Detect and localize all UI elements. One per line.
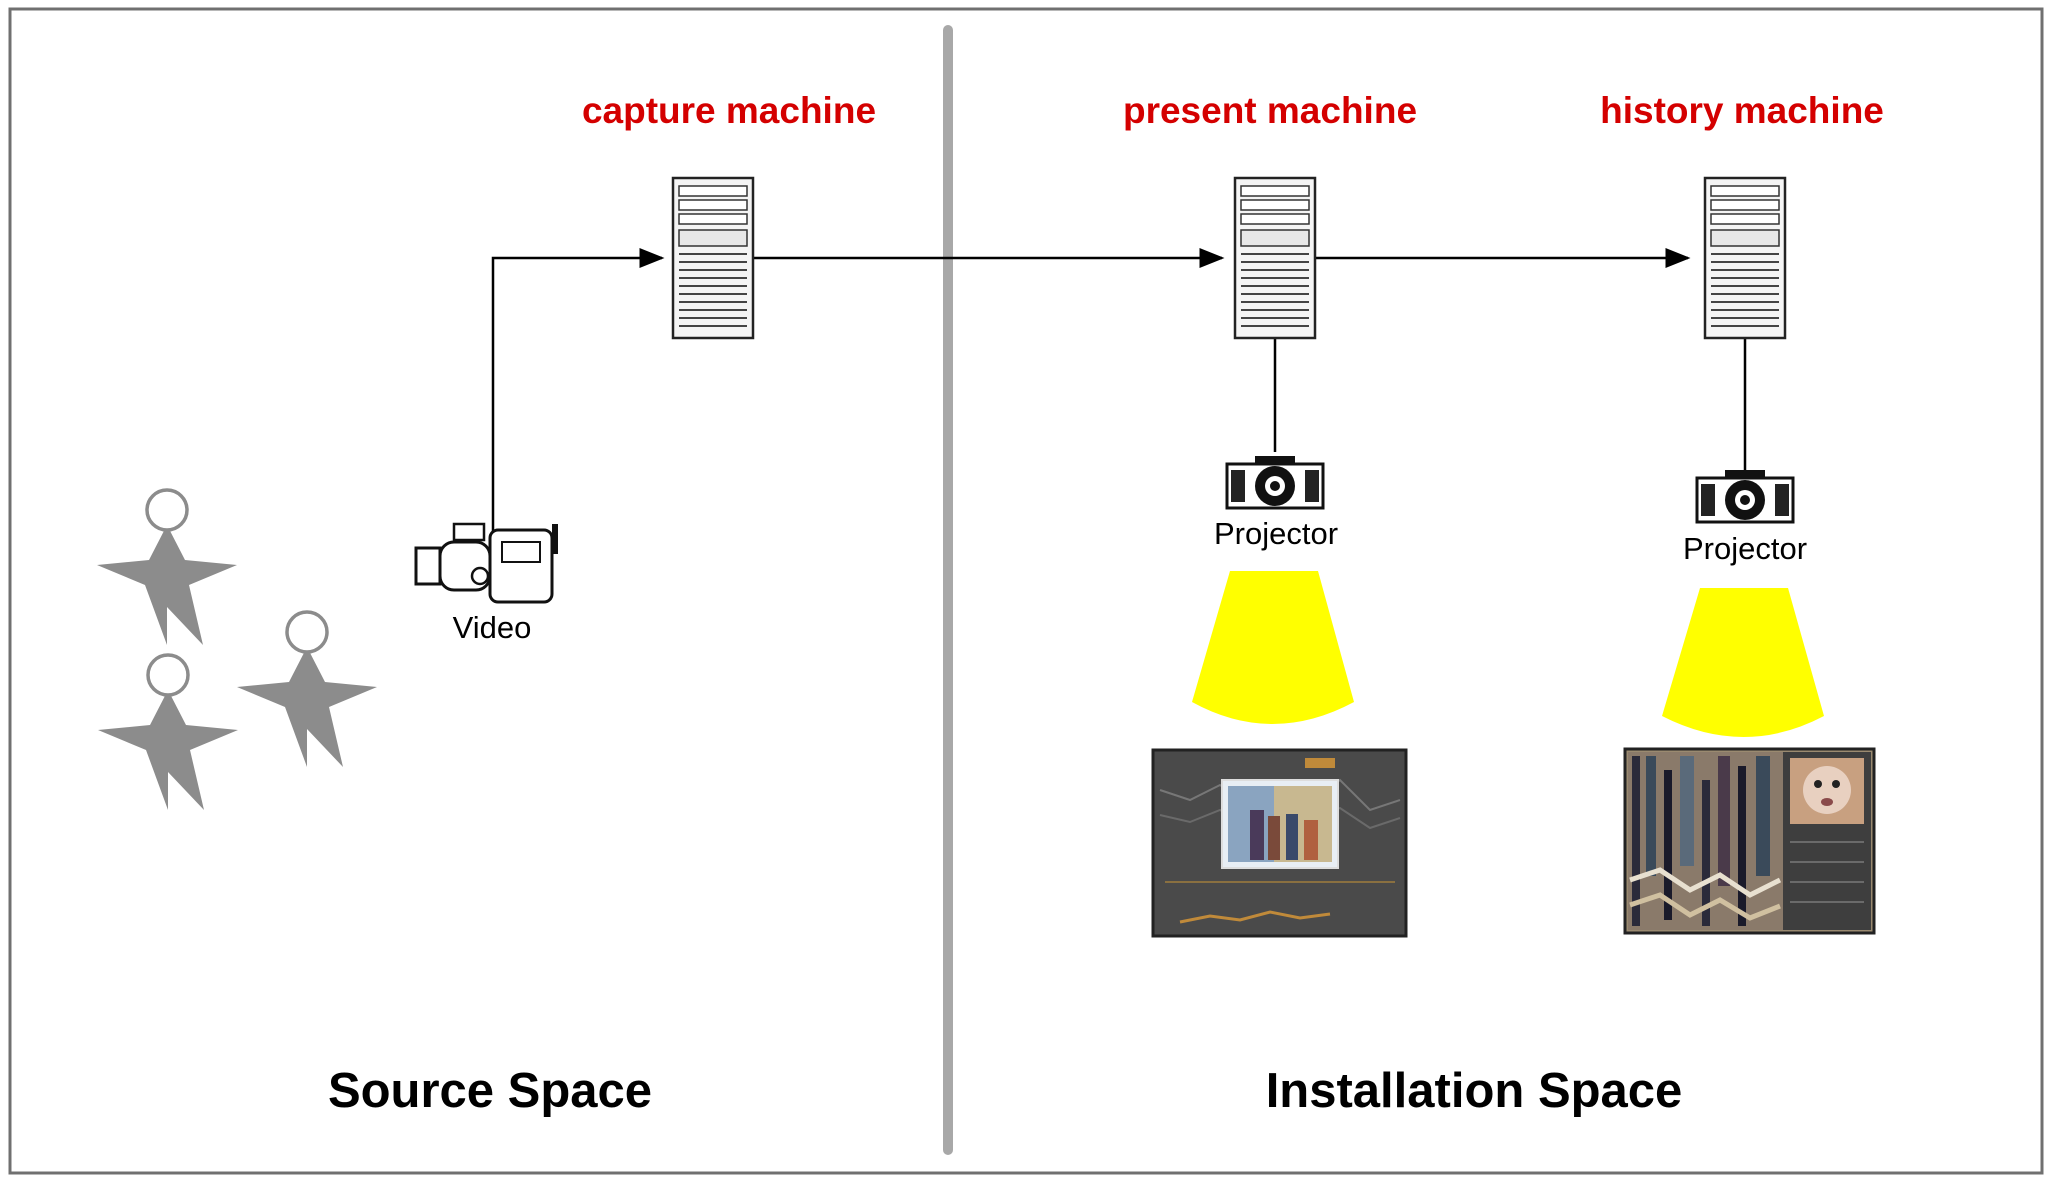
history-screen <box>1623 747 1876 935</box>
present-machine-label: present machine <box>1122 90 1418 131</box>
person-icon <box>95 488 239 647</box>
present-server-icon <box>1233 176 1317 340</box>
capture-server-icon <box>671 176 755 340</box>
history-light-beam <box>1662 588 1824 737</box>
video-camera-icon <box>414 522 560 604</box>
history-projector-label: Projector <box>1682 531 1808 566</box>
history-server-icon <box>1703 176 1787 340</box>
person-icon <box>235 610 379 769</box>
present-light-beam <box>1192 571 1354 724</box>
video-to-capture-arrow <box>491 248 665 545</box>
video-label: Video <box>452 610 532 645</box>
present-screen <box>1151 748 1408 938</box>
source-space-label: Source Space <box>327 1064 653 1118</box>
present-projector-icon <box>1225 454 1325 510</box>
history-projector-icon <box>1695 468 1795 524</box>
person-icon <box>96 653 240 812</box>
outer-frame <box>8 7 2044 1175</box>
history-machine-label: history machine <box>1600 90 1884 131</box>
capture-machine-label: capture machine <box>581 90 877 131</box>
installation-space-label: Installation Space <box>1265 1064 1683 1118</box>
present-projector-label: Projector <box>1213 516 1339 551</box>
